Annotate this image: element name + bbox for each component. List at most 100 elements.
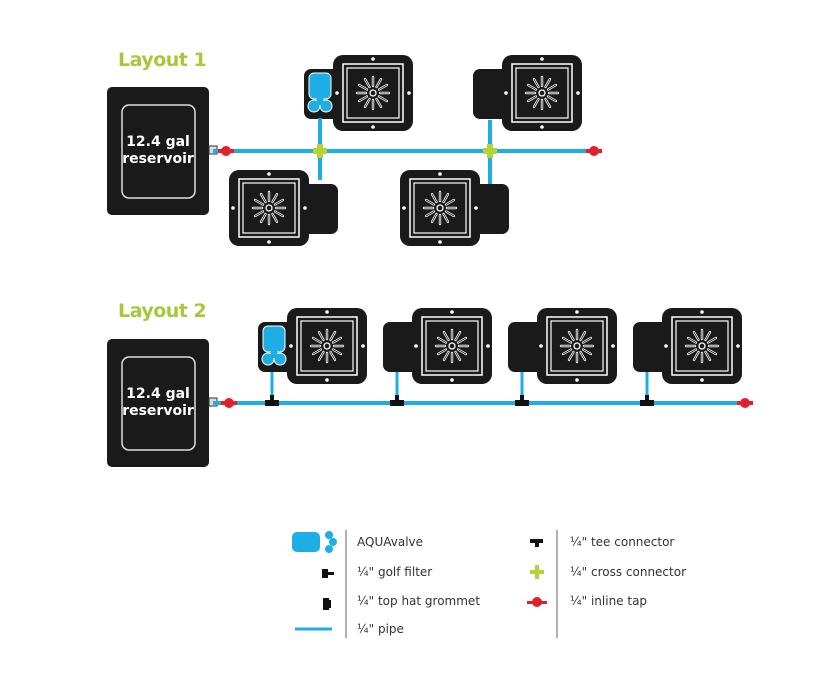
pot-side-chamber	[383, 322, 420, 372]
drain-slot-inner	[254, 199, 264, 205]
valve-lobe	[325, 545, 333, 553]
drain-slot-inner	[330, 331, 336, 341]
tap-body	[224, 398, 234, 408]
pot-rim-outer	[546, 316, 608, 376]
pot-hole	[450, 378, 454, 382]
drain-slot-inner	[312, 349, 322, 355]
drain-slot-inner	[425, 199, 435, 205]
cross-v	[487, 144, 493, 158]
legend-label-cross-connector: ¼" cross connector	[570, 565, 687, 579]
cross-connector-icon	[313, 144, 327, 158]
pot-hole	[267, 240, 271, 244]
reservoir-body	[107, 87, 209, 215]
legend-label-inline-tap: ¼" inline tap	[570, 594, 648, 608]
drain-slot-inner	[332, 337, 342, 343]
drain-slot-inner	[443, 351, 449, 361]
drain-slot-inner	[527, 84, 537, 90]
pot-hole	[407, 91, 411, 95]
tap-body	[589, 146, 599, 156]
aquavalve-icon	[261, 325, 287, 366]
tee-bar	[515, 400, 529, 406]
legend-tee-connector-icon	[530, 539, 543, 547]
pot-1d	[400, 170, 509, 246]
pot-hole	[371, 125, 375, 129]
pot-side-chamber	[473, 69, 510, 119]
legend-inline-tap-icon	[527, 597, 547, 607]
drain-slot-inner	[272, 213, 278, 223]
pot-rim-inner	[346, 67, 400, 119]
drain-slot-inner	[582, 349, 592, 355]
valve-lobe	[329, 538, 337, 546]
drain-slot-inner	[455, 331, 461, 341]
drain-slot-inner	[330, 351, 336, 361]
pot-hole	[371, 57, 375, 61]
tap-body	[532, 597, 542, 607]
pot-side-chamber	[508, 322, 545, 372]
drain-slot-inner	[547, 84, 557, 90]
pot-body	[229, 170, 309, 246]
pot-rim-outer	[511, 63, 573, 123]
pot-rim-outer	[238, 178, 300, 238]
drain-slot-inner	[312, 337, 322, 343]
pot-hole	[504, 91, 508, 95]
tee-stem	[535, 539, 539, 547]
legend-golf-filter-icon	[322, 569, 334, 578]
pot-rim-inner	[300, 320, 354, 372]
legend-aquavalve-icon	[292, 531, 337, 553]
pot-hole	[611, 344, 615, 348]
drain-slot-inner	[431, 193, 437, 203]
drain-slot-inner	[376, 78, 382, 88]
drain-slot-inner	[705, 351, 711, 361]
drain-slot-inner	[443, 331, 449, 341]
pot-hole	[325, 310, 329, 314]
tee-connector-icon	[265, 395, 279, 406]
drain-slot-inner	[545, 98, 551, 108]
drain-center	[436, 204, 444, 212]
drain-slot-inner	[582, 337, 592, 343]
tee-bar	[390, 400, 404, 406]
inline-tap-icon	[586, 146, 602, 156]
pot-rim-inner	[675, 320, 729, 372]
drain-slot-inner	[378, 96, 388, 102]
drain-slot-inner	[707, 337, 717, 343]
drain-slot-inner	[260, 193, 266, 203]
pot-body	[287, 308, 367, 384]
drain-slot-inner	[687, 337, 697, 343]
drain-slot-inner	[568, 351, 574, 361]
inline-tap-icon	[737, 398, 753, 408]
drain-slot-inner	[687, 349, 697, 355]
pot-hole	[335, 91, 339, 95]
drain-slot-inner	[443, 213, 449, 223]
drain-slot-inner	[437, 349, 447, 355]
drain-center	[265, 204, 273, 212]
pot-hole	[664, 344, 668, 348]
pot-hole	[576, 91, 580, 95]
pot-hole	[438, 172, 442, 176]
pot-rim-outer	[342, 63, 404, 123]
drain-center	[538, 89, 546, 97]
drain-slot-inner	[437, 337, 447, 343]
pot-hole	[303, 206, 307, 210]
inline-tap-icon	[221, 398, 237, 408]
legend-label-aquavalve: AQUAvalve	[357, 535, 424, 549]
drain-slot-inner	[445, 199, 455, 205]
pot-body	[537, 308, 617, 384]
legend-label-pipe: ¼" pipe	[357, 622, 404, 636]
drain-slot-inner	[455, 351, 461, 361]
pot-hole	[700, 378, 704, 382]
drain-center	[369, 89, 377, 97]
drain-center	[698, 342, 706, 350]
legend-top-hat-grommet-icon	[323, 598, 331, 610]
drain-slot-inner	[568, 331, 574, 341]
drain-slot-inner	[425, 211, 435, 217]
aquavalve-icon	[307, 72, 333, 113]
drain-slot-inner	[364, 78, 370, 88]
cross-connector-icon	[483, 144, 497, 158]
legend-label-golf-filter: ¼" golf filter	[357, 565, 433, 579]
valve-body	[308, 72, 332, 100]
pot-side-chamber	[301, 184, 338, 234]
pot-1c	[229, 170, 338, 246]
drain-center	[448, 342, 456, 350]
pot-hole	[700, 310, 704, 314]
